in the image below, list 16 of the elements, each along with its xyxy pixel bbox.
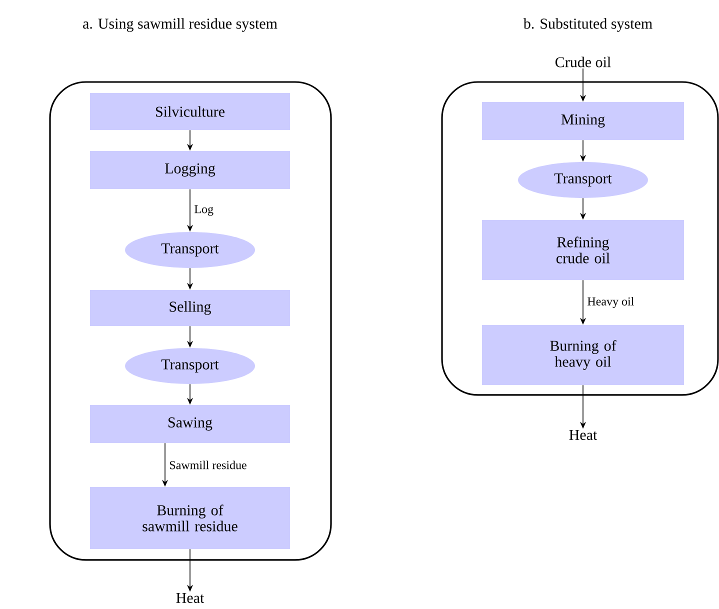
edge-label: Log <box>193 204 215 217</box>
flow-text: Heat <box>176 593 204 603</box>
process-box: Selling <box>90 290 290 326</box>
edge-label: Sawmill residue <box>168 460 248 470</box>
process-box: Sawing <box>90 404 290 443</box>
flow-text: Heat <box>569 430 598 440</box>
flow-text: Crude oil <box>556 56 611 68</box>
edge-label: Heavy oil <box>586 296 636 309</box>
process-box: Burning of sawmill residue <box>90 486 290 549</box>
panel-heading: b. Substituted system <box>523 18 652 32</box>
process-box: Refining crude oil <box>482 220 684 280</box>
process-box: Silviculture <box>90 92 290 130</box>
process-box: Logging <box>90 150 290 189</box>
process-box: Burning of heavy oil <box>482 324 684 385</box>
panel-heading: a. Using sawmill residue system <box>83 18 278 32</box>
process-box: Mining <box>482 102 684 140</box>
